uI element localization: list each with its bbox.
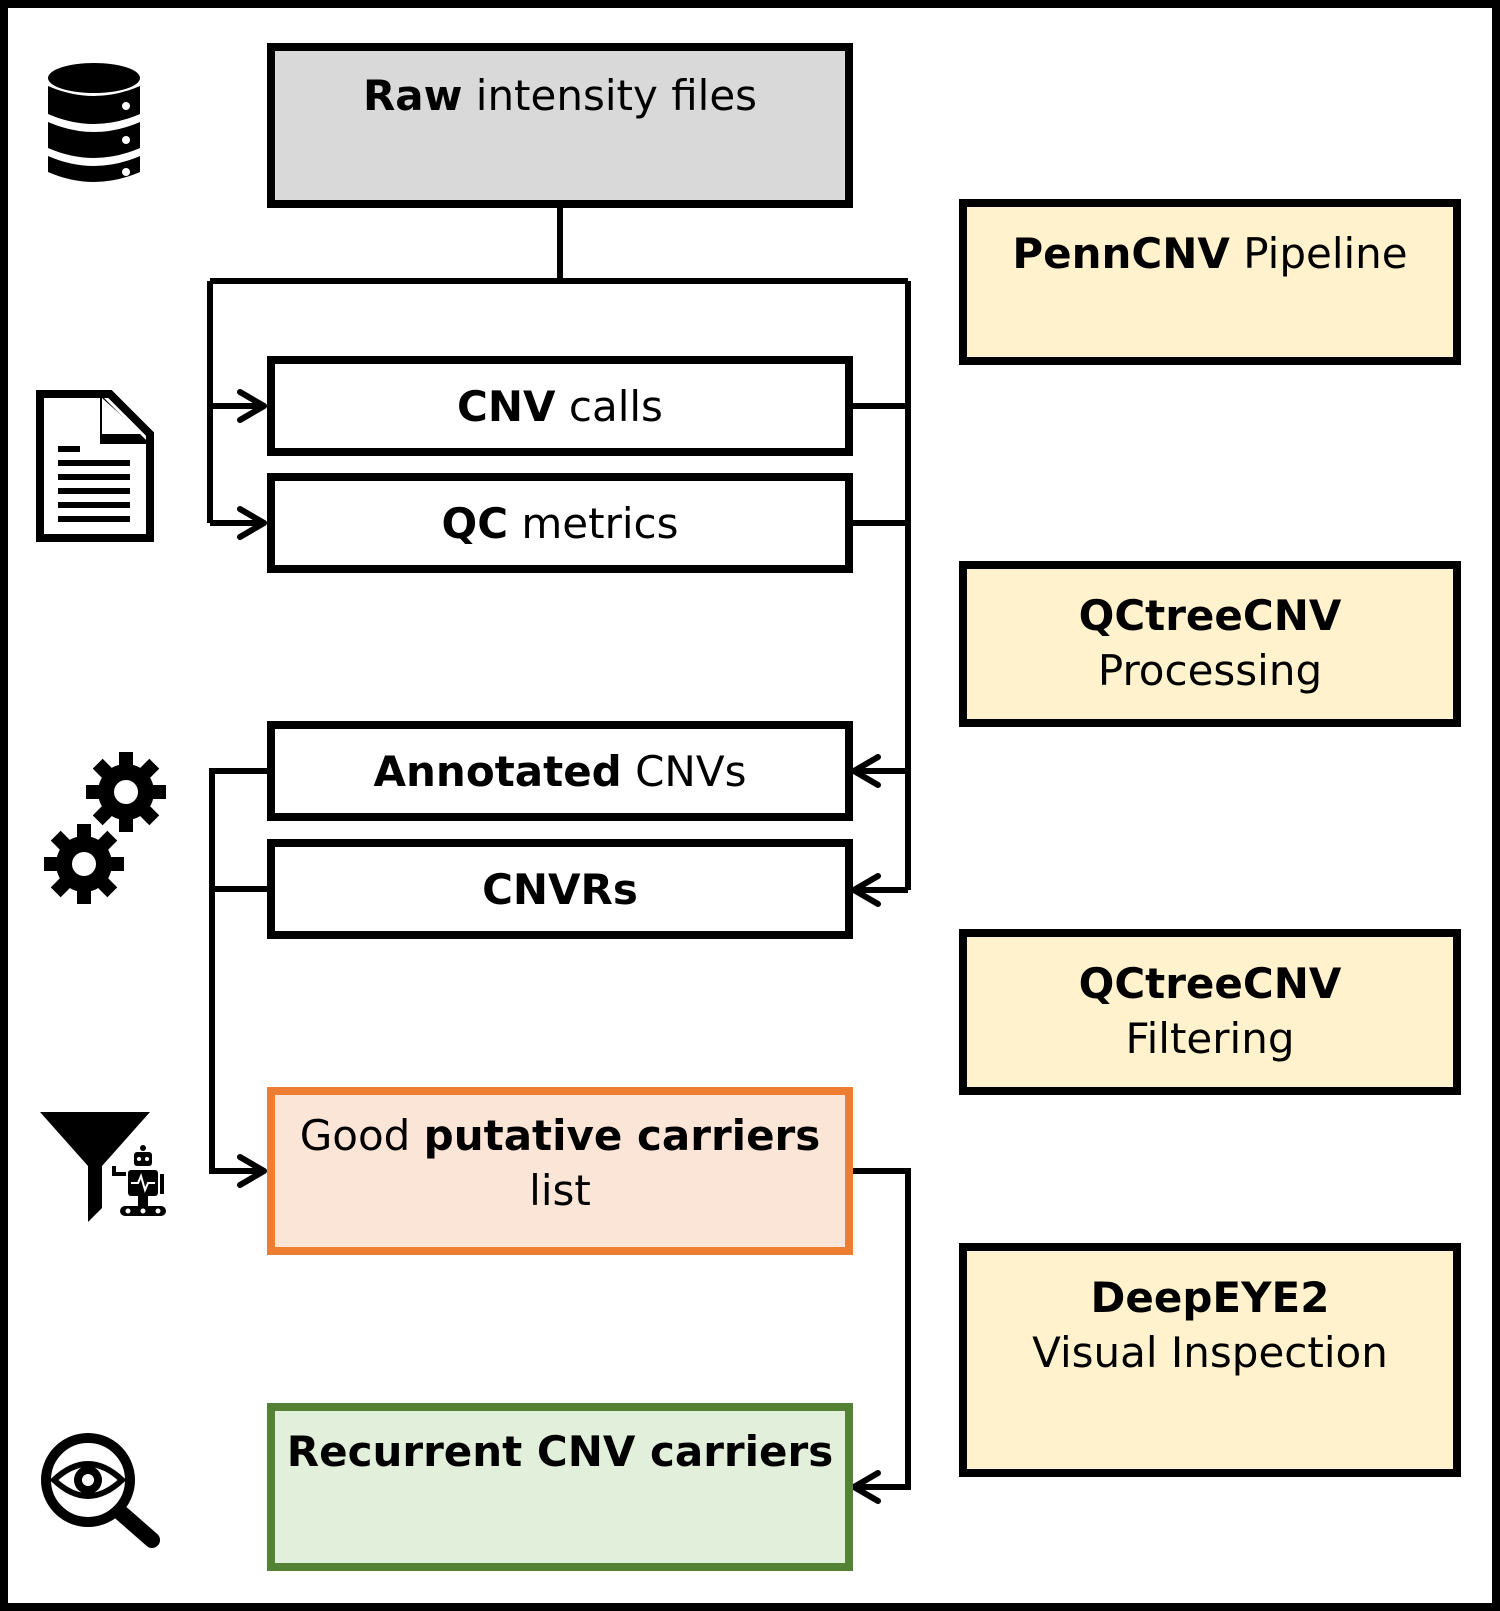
document-icon (36, 390, 154, 542)
recurrent-bold: Recurrent CNV carriers (286, 1427, 834, 1476)
qc-filtering-bold: QCtreeCNV (1078, 959, 1342, 1008)
qc-filtering-line2: Filtering (1125, 1013, 1295, 1063)
raw-bold: Raw (362, 71, 463, 120)
deepeye2-visual-inspection-step: DeepEYE2 Visual Inspection (959, 1243, 1461, 1477)
penncnv-pipeline-step: PennCNV Pipeline (959, 199, 1461, 365)
gears-icon (44, 752, 166, 904)
annotated-bold: Annotated (373, 747, 622, 796)
good-putative-carriers-node: Good putative carriers list (267, 1087, 853, 1255)
eye-magnifier-icon (41, 1433, 160, 1548)
penncnv-bold: PennCNV (1012, 229, 1230, 278)
filter-robot-icon (40, 1112, 166, 1222)
annotated-rest: CNVs (621, 747, 747, 796)
recurrent-cnv-carriers-node: Recurrent CNV carriers (267, 1403, 853, 1571)
cnv-calls-bold: CNV (457, 382, 556, 431)
annotated-cnvs-node: Annotated CNVs (267, 721, 853, 821)
qc-processing-line2: Processing (1097, 645, 1323, 695)
raw-rest: intensity files (462, 71, 758, 120)
raw-intensity-files-node: Raw intensity files (267, 43, 853, 208)
qctreecnv-processing-step: QCtreeCNV Processing (959, 561, 1461, 727)
good-pre: Good (299, 1111, 424, 1160)
qc-metrics-node: QC metrics (267, 473, 853, 573)
qc-processing-bold: QCtreeCNV (1078, 591, 1342, 640)
cnv-calls-rest: calls (555, 382, 663, 431)
cnv-calls-node: CNV calls (267, 356, 853, 456)
deepeye-line2: Visual Inspection (1032, 1327, 1388, 1377)
penncnv-rest: Pipeline (1229, 229, 1408, 278)
good-line2: list (529, 1165, 591, 1215)
database-icon (48, 63, 140, 182)
good-bold: putative carriers (423, 1111, 821, 1160)
cnvrs-node: CNVRs (267, 839, 853, 939)
qctreecnv-filtering-step: QCtreeCNV Filtering (959, 929, 1461, 1095)
qc-metrics-rest: metrics (508, 499, 679, 548)
deepeye-bold: DeepEYE2 (1090, 1273, 1330, 1322)
cnvrs-bold: CNVRs (482, 865, 638, 914)
qc-metrics-bold: QC (441, 499, 509, 548)
